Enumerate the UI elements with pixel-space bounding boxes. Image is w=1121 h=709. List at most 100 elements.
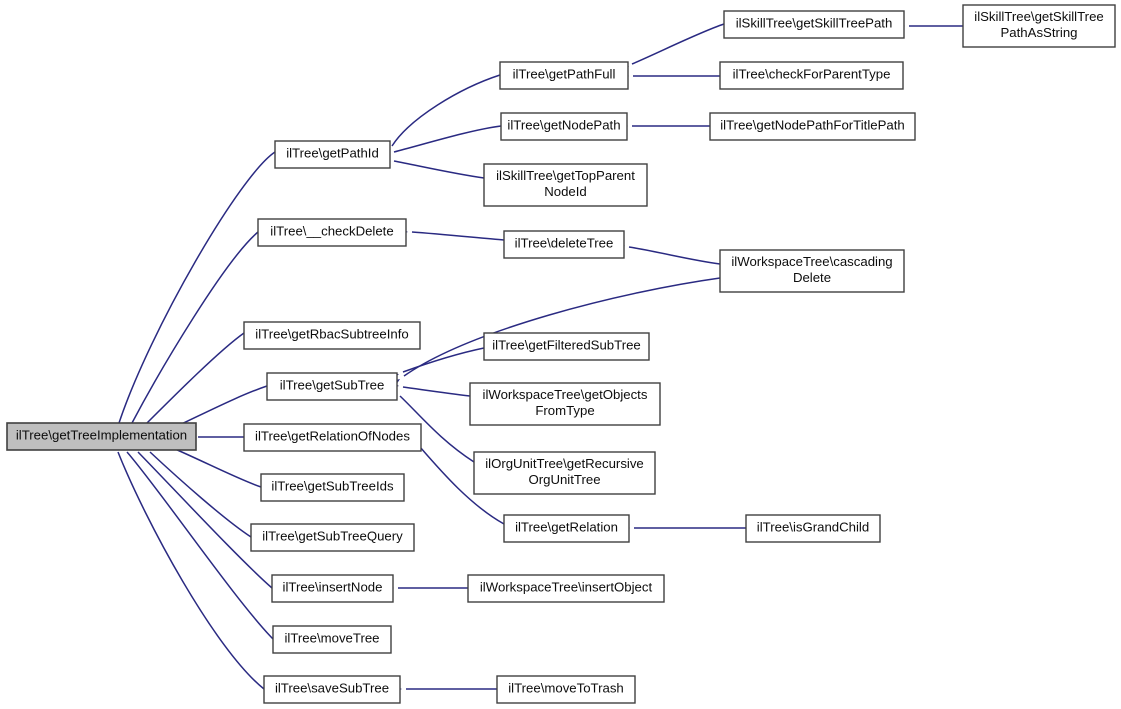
- graph-node[interactable]: ilTree\getSubTree: [266, 372, 398, 401]
- graph-node[interactable]: ilTree\insertNode: [271, 574, 394, 603]
- node-label: ilTree\getSubTree: [280, 378, 385, 393]
- call-edge: [631, 23, 725, 65]
- node-box[interactable]: [709, 112, 916, 141]
- graph-node[interactable]: ilTree\__checkDelete: [257, 218, 407, 247]
- call-edge: [419, 446, 505, 525]
- node-box[interactable]: [257, 218, 407, 247]
- node-box[interactable]: [467, 574, 665, 603]
- node-box[interactable]: [496, 675, 636, 704]
- node-box[interactable]: [483, 163, 648, 207]
- node-box[interactable]: [723, 10, 905, 39]
- call-edge: [399, 395, 475, 463]
- call-edge: [628, 246, 721, 265]
- node-label: ilTree\getSubTreeQuery: [262, 529, 403, 544]
- graph-node[interactable]: ilTree\deleteTree: [503, 230, 625, 259]
- node-label: ilTree\moveTree: [284, 631, 379, 646]
- node-label: ilTree\getTreeImplementation: [16, 428, 187, 443]
- node-box[interactable]: [473, 451, 656, 495]
- graph-node[interactable]: ilTree\getSubTreeQuery: [250, 523, 415, 552]
- node-box[interactable]: [499, 61, 629, 90]
- call-edge: [118, 151, 276, 424]
- node-box[interactable]: [6, 422, 197, 451]
- node-box[interactable]: [483, 332, 650, 361]
- node-box[interactable]: [719, 249, 905, 293]
- graph-node[interactable]: ilTree\moveTree: [272, 625, 392, 654]
- node-box[interactable]: [272, 625, 392, 654]
- node-label: ilTree\__checkDelete: [270, 224, 393, 239]
- node-label: ilWorkspaceTree\insertObject: [480, 580, 653, 595]
- node-box[interactable]: [274, 140, 391, 169]
- call-edge: [131, 231, 259, 424]
- call-edge: [149, 451, 252, 538]
- call-edge: [117, 451, 265, 690]
- node-label: ilTree\getRelationOfNodes: [255, 429, 410, 444]
- call-edge: [144, 332, 245, 426]
- call-edge: [391, 74, 501, 147]
- node-box[interactable]: [250, 523, 415, 552]
- node-box[interactable]: [266, 372, 398, 401]
- call-edge: [126, 451, 274, 640]
- node-label: ilTree\getFilteredSubTree: [492, 338, 641, 353]
- graph-node[interactable]: ilSkillTree\getSkillTreePath: [723, 10, 905, 39]
- graph-node[interactable]: ilTree\moveToTrash: [496, 675, 636, 704]
- graph-node[interactable]: ilWorkspaceTree\insertObject: [467, 574, 665, 603]
- node-label: ilTree\deleteTree: [515, 236, 614, 251]
- call-edge: [174, 385, 268, 428]
- call-edge: [137, 451, 273, 589]
- node-label: ilTree\getSubTreeIds: [271, 479, 394, 494]
- node-box[interactable]: [469, 382, 661, 426]
- node-label: ilTree\getPathFull: [513, 67, 616, 82]
- node-label: ilTree\getRelation: [515, 520, 618, 535]
- node-box[interactable]: [962, 4, 1116, 48]
- graph-node[interactable]: ilTree\isGrandChild: [745, 514, 881, 543]
- call-edge: [174, 448, 262, 488]
- graph-node[interactable]: ilTree\getRelation: [503, 514, 630, 543]
- node-box[interactable]: [719, 61, 904, 90]
- node-label: ilTree\insertNode: [283, 580, 383, 595]
- node-box[interactable]: [243, 423, 422, 452]
- graph-node[interactable]: ilTree\checkForParentType: [719, 61, 904, 90]
- node-box[interactable]: [243, 321, 421, 350]
- graph-node[interactable]: ilTree\saveSubTree: [263, 675, 401, 704]
- node-label: ilTree\saveSubTree: [275, 681, 389, 696]
- node-label: ilSkillTree\getSkillTreePath: [736, 16, 893, 31]
- graph-node[interactable]: ilTree\getRbacSubtreeInfo: [243, 321, 421, 350]
- graph-node[interactable]: ilTree\getPathId: [274, 140, 391, 169]
- node-box[interactable]: [260, 473, 405, 502]
- graph-node[interactable]: ilTree\getFilteredSubTree: [483, 332, 650, 361]
- call-edge: [393, 160, 485, 179]
- nodes-layer: ilTree\getTreeImplementation ilTree\getPa…: [6, 4, 1116, 704]
- call-edge: [393, 125, 502, 153]
- node-label: ilTree\checkForParentType: [733, 67, 891, 82]
- node-label: ilTree\isGrandChild: [757, 520, 869, 535]
- node-label: ilTree\getNodePathForTitlePath: [720, 118, 904, 133]
- call-edge: [403, 277, 721, 377]
- node-box[interactable]: [271, 574, 394, 603]
- graph-node[interactable]: ilTree\getSubTreeIds: [260, 473, 405, 502]
- graph-node-root[interactable]: ilTree\getTreeImplementation: [6, 422, 197, 451]
- node-box[interactable]: [745, 514, 881, 543]
- graph-node[interactable]: ilTree\getNodePathForTitlePath: [709, 112, 916, 141]
- graph-node[interactable]: ilTree\getNodePath: [500, 112, 628, 141]
- node-box[interactable]: [503, 514, 630, 543]
- node-box[interactable]: [263, 675, 401, 704]
- node-label: ilTree\getRbacSubtreeInfo: [255, 327, 408, 342]
- node-box[interactable]: [503, 230, 625, 259]
- graph-node[interactable]: ilTree\getRelationOfNodes: [243, 423, 422, 452]
- graph-node[interactable]: ilTree\getPathFull: [499, 61, 629, 90]
- node-box[interactable]: [500, 112, 628, 141]
- call-edge: [411, 231, 505, 241]
- node-label: ilTree\getPathId: [286, 146, 379, 161]
